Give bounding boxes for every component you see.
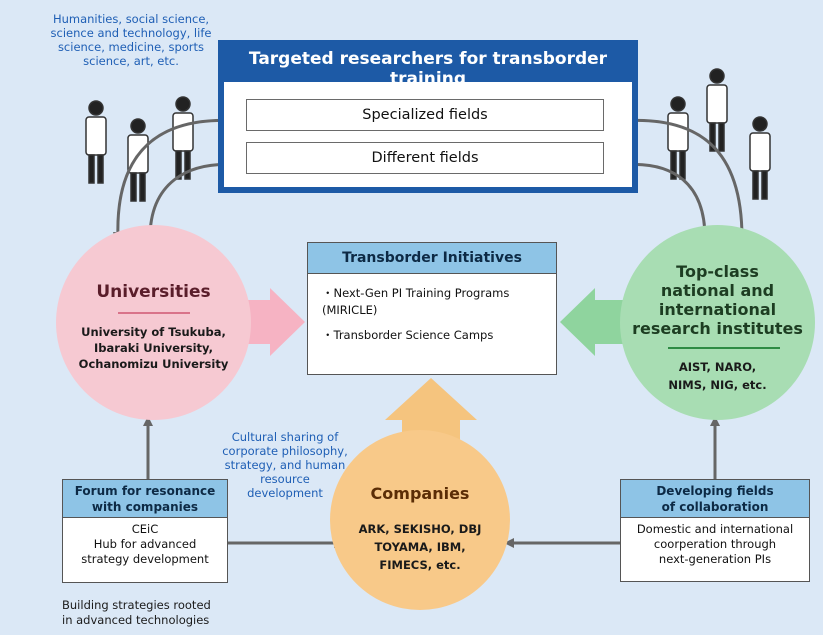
institutes-underline [668, 347, 780, 349]
companies-list: ARK, SEKISHO, DBJ TOYAMA, IBM, FIMECS, e… [330, 520, 510, 574]
building-note-line: Building strategies rooted [62, 598, 211, 612]
company-item: ARK, SEKISHO, DBJ [358, 522, 482, 536]
universities-underline [118, 312, 190, 314]
developing-body-line: Domestic and international [636, 522, 794, 536]
building-note-line: in advanced technologies [62, 613, 210, 627]
arrow-specialized-to-institutes [619, 118, 747, 242]
researcher-icon [127, 118, 149, 202]
building-strategies-note: Building strategies rooted in advanced t… [62, 598, 232, 628]
forum-title-line: Forum for resonance [74, 484, 216, 498]
institutes-title: Top-class national and international res… [620, 262, 815, 338]
institutes-title-line: Top-class [676, 262, 759, 281]
targeted-researchers-box: Targeted researchers for transborder tra… [218, 40, 638, 193]
arrow-institutes-to-initiatives [560, 288, 625, 356]
initiative-item: ・Next-Gen PI Training Programs (MIRICLE) [322, 286, 510, 317]
companies-title: Companies [370, 484, 470, 503]
researcher-icon [706, 68, 728, 152]
institute-item: AIST, NARO, [678, 360, 757, 374]
transborder-initiatives-title: Transborder Initiatives [308, 243, 556, 274]
targeted-researchers-inner: Specialized fields Different fields [224, 82, 632, 187]
institute-item: NIMS, NIG, etc. [668, 378, 767, 392]
researcher-icon [172, 96, 194, 180]
developing-body: Domestic and international coorperation … [621, 522, 809, 567]
transborder-initiatives-list: ・Next-Gen PI Training Programs (MIRICLE)… [322, 285, 552, 352]
transborder-initiatives-box: Transborder Initiatives ・Next-Gen PI Tra… [307, 242, 557, 375]
institutes-circle [620, 225, 815, 420]
different-fields-box: Different fields [246, 142, 604, 174]
university-item: Ibaraki University, [94, 341, 213, 355]
universities-list: University of Tsukuba, Ibaraki Universit… [56, 324, 251, 372]
institutes-title-line: international [658, 300, 777, 319]
institutes-title-line: research institutes [632, 319, 803, 338]
field-arrows [112, 118, 747, 548]
company-item: FIMECS, etc. [379, 558, 461, 572]
specialized-fields-box: Specialized fields [246, 99, 604, 131]
forum-body: CEiC Hub for advanced strategy developme… [63, 522, 227, 567]
developing-body-line: next-generation PIs [658, 552, 772, 566]
researcher-figures-left [85, 96, 194, 202]
developing-title: Developing fields of collaboration [621, 480, 809, 518]
forum-body-line: Hub for advanced [93, 537, 197, 551]
researcher-icon [667, 96, 689, 180]
company-item: TOYAMA, IBM, [374, 540, 466, 554]
forum-title: Forum for resonance with companies [63, 480, 227, 518]
fields-note: Humanities, social science, science and … [50, 12, 212, 68]
universities-title: Universities [96, 282, 211, 302]
researcher-figures-right [667, 68, 771, 200]
developing-box: Developing fields of collaboration Domes… [620, 479, 810, 582]
arrow-specialized-to-universities [112, 118, 241, 242]
university-item: University of Tsukuba, [81, 325, 226, 339]
forum-title-line: with companies [91, 500, 199, 514]
universities-circle [56, 225, 251, 420]
researcher-icon [85, 100, 107, 184]
cultural-sharing-note: Cultural sharing of corporate philosophy… [222, 430, 348, 500]
institutes-list: AIST, NARO, NIMS, NIG, etc. [620, 358, 815, 394]
arrow-universities-to-initiatives [240, 288, 305, 356]
developing-title-line: of collaboration [661, 500, 769, 514]
forum-body-line: strategy development [81, 552, 209, 566]
institutes-title-line: national and [660, 281, 775, 300]
companies-circle [330, 430, 510, 610]
researcher-icon [749, 116, 771, 200]
forum-box: Forum for resonance with companies CEiC … [62, 479, 228, 583]
initiative-item: ・Transborder Science Camps [322, 328, 494, 342]
university-item: Ochanomizu University [78, 357, 229, 371]
developing-title-line: Developing fields [656, 484, 774, 498]
forum-body-line: CEiC [131, 522, 159, 536]
developing-body-line: coorperation through [653, 537, 777, 551]
